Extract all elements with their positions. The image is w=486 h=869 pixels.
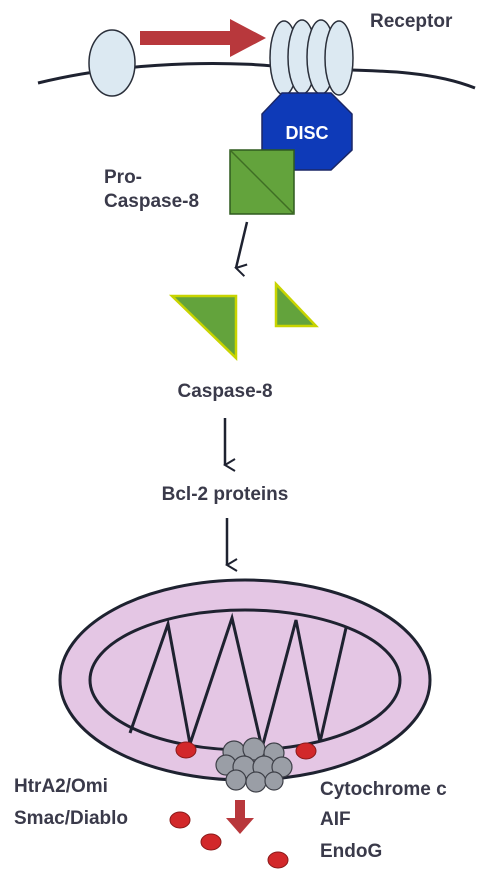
translocation-arrow-icon bbox=[140, 19, 266, 57]
pro-caspase-label-line1: Pro- bbox=[104, 166, 199, 190]
aif-label: AIF bbox=[320, 808, 351, 832]
disc-label: DISC bbox=[285, 123, 328, 143]
cytochrome-label: Cytochrome c bbox=[320, 778, 447, 802]
pro-caspase-label-line2: Caspase-8 bbox=[104, 190, 199, 214]
pore-complex-icon bbox=[216, 738, 292, 792]
receptor-complex bbox=[270, 20, 353, 95]
flow-arrow-activation bbox=[236, 222, 247, 268]
caspase-fragment-large-icon bbox=[172, 296, 236, 358]
pro-caspase-square-icon bbox=[230, 150, 294, 214]
caspase8-label: Caspase-8 bbox=[150, 380, 300, 404]
endog-label: EndoG bbox=[320, 840, 382, 864]
receptor-subunit-monomer bbox=[89, 30, 135, 96]
smac-label: Smac/Diablo bbox=[14, 807, 128, 831]
caspase-fragment-small-icon bbox=[276, 284, 316, 326]
pro-caspase-label: Pro- Caspase-8 bbox=[104, 166, 199, 214]
bcl2-label: Bcl-2 proteins bbox=[125, 483, 325, 507]
receptor-label: Receptor bbox=[370, 10, 452, 34]
release-arrow-icon bbox=[226, 800, 254, 834]
htra2-label: HtrA2/Omi bbox=[14, 775, 108, 799]
